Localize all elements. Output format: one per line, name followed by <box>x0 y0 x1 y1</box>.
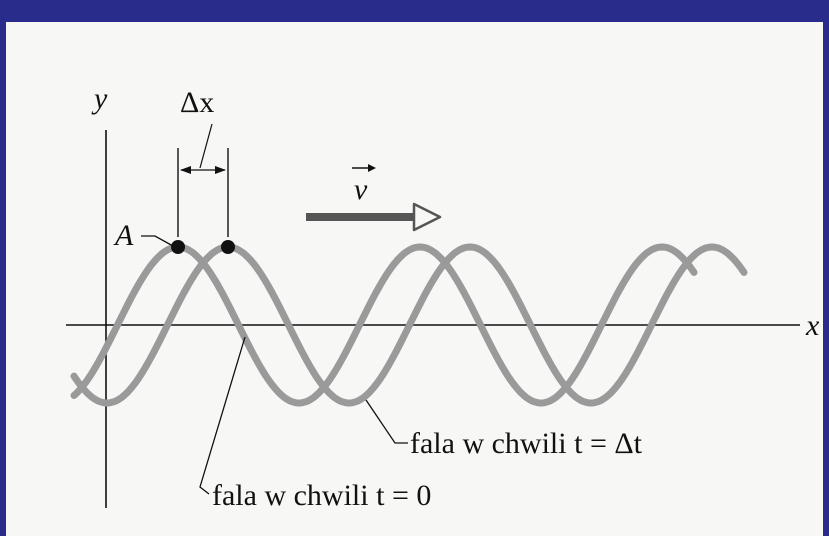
caption-leader-t-dt <box>365 399 408 444</box>
y-axis-label: y <box>91 82 108 115</box>
caption-wave-t-0: fala w chwili t = 0 <box>212 479 431 512</box>
point-a-leader <box>141 235 174 247</box>
velocity-arrow-shaft <box>306 213 414 221</box>
velocity-arrow-head <box>412 202 442 232</box>
delta-x-arrowhead-right <box>215 166 226 174</box>
x-axis-label: x <box>805 309 820 342</box>
caption-leader-t-0 <box>199 336 246 495</box>
velocity-vector-bar-head <box>368 164 376 172</box>
point-a-shifted-marker <box>221 240 235 254</box>
point-a-label: A <box>113 219 134 252</box>
delta-x-label: Δx <box>180 86 214 119</box>
delta-x-arrowhead-left <box>180 166 191 174</box>
point-a-marker <box>171 240 185 254</box>
velocity-label: v <box>354 173 368 206</box>
wave-t-dt <box>70 243 748 407</box>
delta-x-leader <box>199 123 213 169</box>
caption-wave-t-dt: fala w chwili t = Δt <box>410 427 643 460</box>
